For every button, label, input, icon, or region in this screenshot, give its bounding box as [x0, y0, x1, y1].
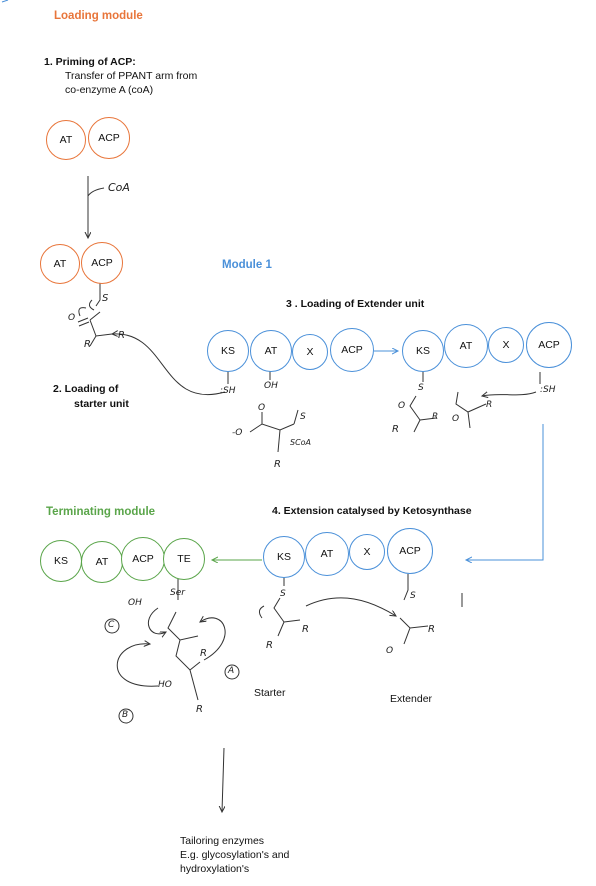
chem-r-module4-1: R — [266, 640, 273, 651]
chem-ho-term: HO — [158, 680, 172, 690]
module1b-x-domain: X — [488, 327, 524, 363]
loading-at-domain-2: AT — [40, 244, 80, 284]
step2-line2: starter unit — [74, 398, 129, 410]
sh-transfer-arrow — [112, 334, 226, 395]
chem-r-term-1: R — [200, 648, 207, 659]
chem-sh-ks: :SH — [220, 386, 236, 396]
chem-o-malonyl: O — [258, 403, 266, 413]
circled-c: C — [108, 620, 115, 630]
chem-r-module4-3: R — [428, 624, 435, 635]
loading-at-domain-1: AT — [46, 120, 86, 160]
step4-text: 4. Extension catalysed by Ketosynthase — [272, 505, 472, 517]
chem-ser: Ser — [170, 588, 185, 598]
term-ks-domain: KS — [40, 540, 82, 582]
module4-ks-domain: KS — [263, 536, 305, 578]
chem-s-loading: S — [102, 293, 109, 304]
chem-o-acp-right: O — [452, 414, 460, 424]
circled-b: B — [122, 710, 129, 720]
coa-label: CoA — [108, 181, 130, 194]
chem-sh-acp-right: :SH — [540, 385, 556, 395]
blue-down-arrow — [466, 424, 544, 560]
tailoring-line3: hydroxylation's — [180, 863, 250, 875]
chem-scoa: SCoA — [290, 438, 312, 447]
coa-branch — [87, 187, 105, 197]
corner-mark — [1, 0, 9, 3]
chem-o-ks-right: O — [398, 401, 406, 411]
chem-r-module4-2: R — [302, 624, 309, 635]
chem-s-module4-acp: S — [410, 591, 416, 601]
chem-r-loading-1: R — [84, 339, 91, 350]
step2-line1: 2. Loading of — [53, 383, 119, 395]
chem-o-module4: O — [386, 646, 394, 656]
term-at-domain: AT — [81, 541, 123, 583]
chem-r-loading-2: R — [118, 330, 125, 341]
chem-s-ks-right: S — [418, 383, 424, 393]
chem-oh-term: OH — [128, 598, 142, 608]
tailoring-arrow — [222, 747, 224, 812]
extender-label: Extender — [390, 693, 433, 705]
module1-acp-domain: ACP — [330, 328, 374, 372]
module1-heading: Module 1 — [222, 259, 272, 271]
chem-r-acp-right: R — [486, 400, 493, 410]
step1-line2: co-enzyme A (coA) — [65, 84, 154, 96]
chem-s-module4-ks: S — [280, 589, 286, 599]
chem-oh-at: OH — [264, 381, 278, 391]
module4-acp-domain: ACP — [387, 528, 433, 574]
starter-label: Starter — [254, 687, 286, 699]
module1b-ks-domain: KS — [402, 330, 444, 372]
chem-r-ks-right-2: R — [432, 412, 439, 422]
module4-at-domain: AT — [305, 532, 349, 576]
loading-acp-domain-1: ACP — [88, 117, 130, 159]
chem-r-malonyl: R — [274, 459, 281, 470]
step1-title: 1. Priming of ACP: — [44, 56, 136, 68]
step1-line1: Transfer of PPANT arm from — [65, 70, 198, 82]
module4-x-domain: X — [349, 534, 385, 570]
module1b-at-domain: AT — [444, 324, 488, 368]
tailoring-line2: E.g. glycosylation's and — [180, 849, 290, 861]
term-te-domain: TE — [163, 538, 205, 580]
module1b-acp-domain: ACP — [526, 322, 572, 368]
chem-r-ks-right-1: R — [392, 424, 399, 435]
term-acp-domain: ACP — [121, 537, 165, 581]
module1-at-domain: AT — [250, 330, 292, 372]
module1-ks-domain: KS — [207, 330, 249, 372]
loading-acp-domain-2: ACP — [81, 242, 123, 284]
tailoring-line1: Tailoring enzymes — [180, 835, 265, 847]
chem-r-term-2: R — [196, 704, 203, 715]
step3-text: 3 . Loading of Extender unit — [286, 298, 425, 310]
terminating-module-heading: Terminating module — [46, 506, 156, 518]
starter-chem-loading — [77, 280, 113, 347]
chem-s-malonyl: S — [300, 412, 306, 422]
module1-x-domain: X — [292, 334, 328, 370]
chem-minus-o: -O — [232, 428, 243, 438]
loading-module-heading: Loading module — [54, 10, 143, 22]
chem-o-loading: O — [68, 313, 76, 323]
circled-a: A — [228, 666, 235, 676]
